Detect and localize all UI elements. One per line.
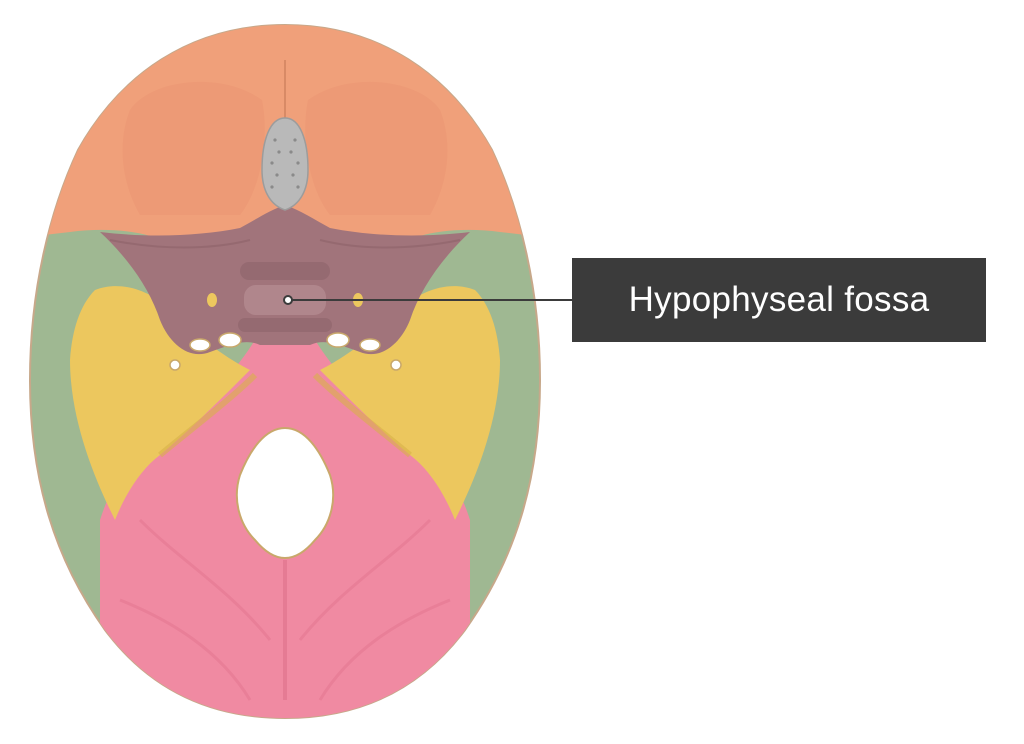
orbital-roof-right [305,81,448,216]
petrous-ridge-right [312,372,412,458]
occipital-groove-left [119,518,272,701]
orbital-roof-left [122,81,265,216]
label-text: Hypophyseal fossa [628,280,930,319]
label-hypophyseal-fossa: Hypophyseal fossa [572,258,986,342]
occipital-groove-right [298,518,451,701]
cribriform-plate [261,117,309,211]
foramen-magnum [235,426,335,560]
lesser-wing-left [109,239,251,249]
petrous-ridge-left [158,372,258,458]
hypophyseal-fossa-marker [283,295,293,305]
lesser-wing-right [319,239,461,249]
foramina [169,332,402,371]
cribriform-foramina [270,138,300,189]
